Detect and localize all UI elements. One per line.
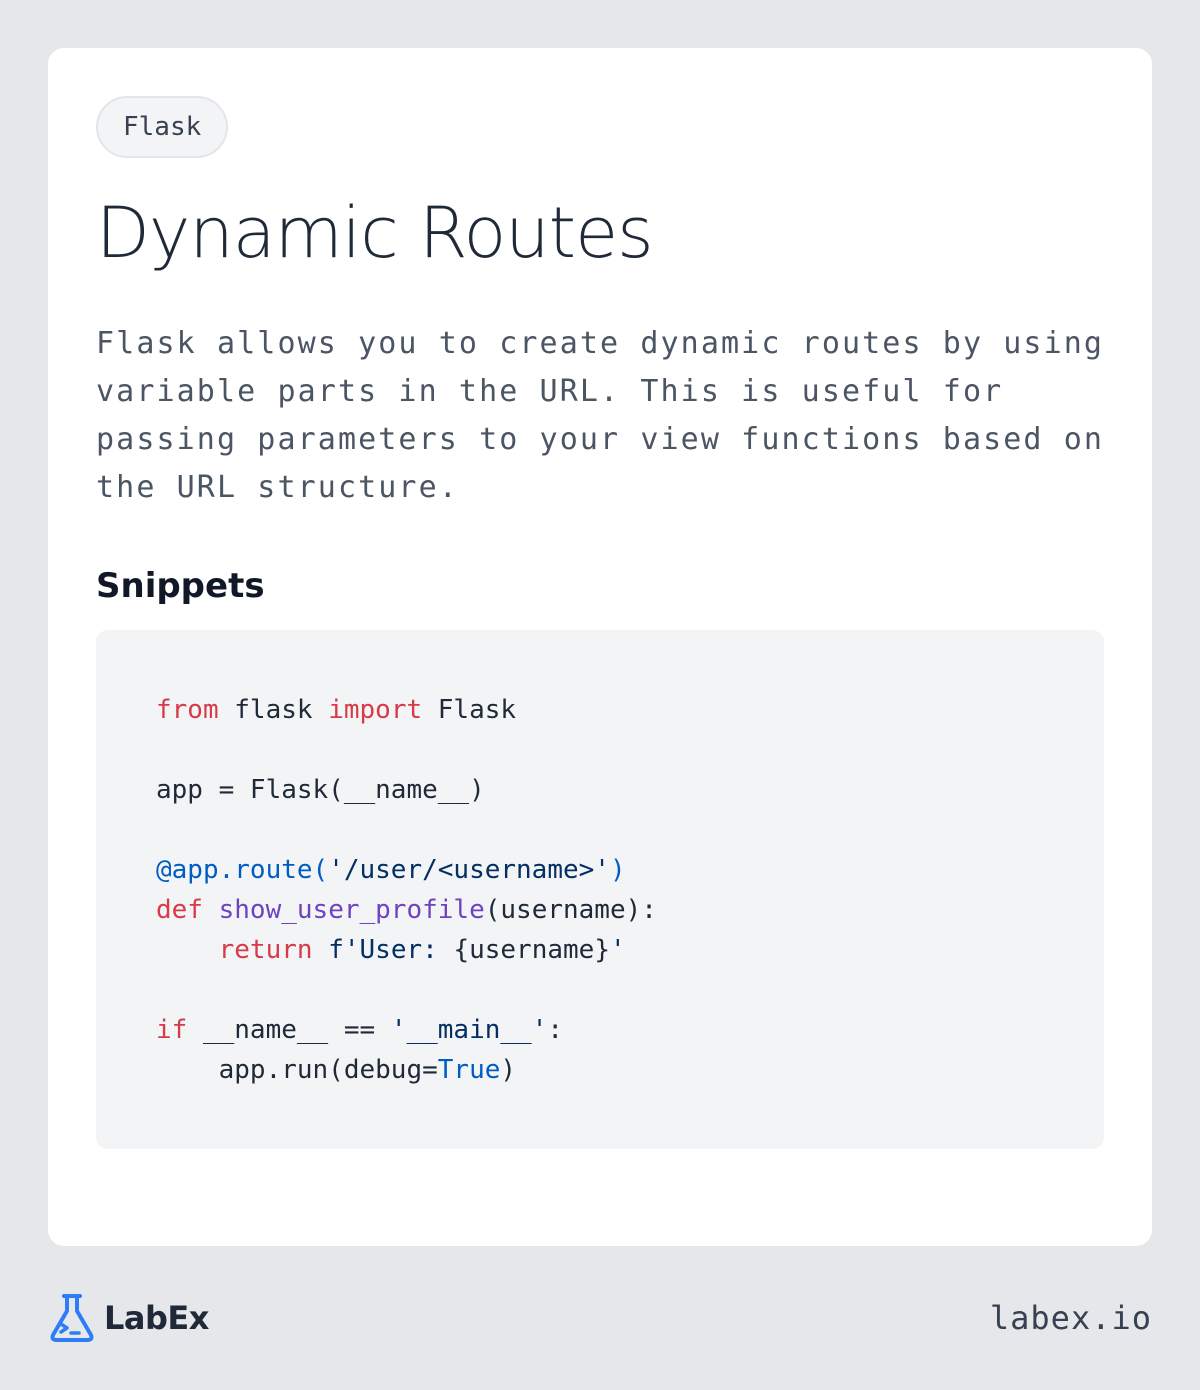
- code-line: return f'User: {username}': [156, 930, 1044, 970]
- labex-logo[interactable]: LabEx: [48, 1293, 209, 1343]
- code-token: '/user/<username>': [328, 855, 610, 885]
- page-title: Dynamic Routes: [96, 192, 654, 274]
- code-line: app = Flask(__name__): [156, 770, 1044, 810]
- code-token: from: [156, 695, 219, 725]
- code-token: ): [609, 855, 626, 885]
- description-text: Flask allows you to create dynamic route…: [96, 326, 1105, 505]
- code-token: '__main__': [390, 1015, 548, 1045]
- code-token: import: [328, 695, 423, 725]
- code-token: @app.route(: [156, 855, 329, 885]
- code-line: [156, 810, 1044, 850]
- code-token: return: [218, 935, 313, 965]
- code-token: flask: [218, 695, 329, 725]
- code-token: {username}: [453, 935, 610, 965]
- code-line: from flask import Flask: [156, 690, 1044, 730]
- category-badge[interactable]: Flask: [96, 96, 229, 158]
- code-token: True: [437, 1055, 501, 1085]
- code-token: [203, 895, 219, 925]
- code-token: app = Flask(__name__): [156, 775, 485, 805]
- code-token: [313, 935, 329, 965]
- code-token: Flask: [422, 695, 517, 725]
- code-token: if: [156, 1015, 188, 1045]
- code-token: [156, 935, 219, 965]
- brand-name: LabEx: [104, 1299, 209, 1337]
- flask-terminal-icon: [50, 1294, 94, 1342]
- code-token: (username):: [484, 895, 657, 925]
- code-token: __name__ ==: [187, 1015, 391, 1045]
- code-line: [156, 970, 1044, 1010]
- snippets-heading: Snippets: [96, 566, 265, 606]
- code-token: show_user_profile: [218, 895, 485, 925]
- code-line: app.run(debug=True): [156, 1050, 1044, 1090]
- code-token: :: [547, 1015, 564, 1045]
- code-token: ): [500, 1055, 517, 1085]
- site-url[interactable]: labex.io: [989, 1299, 1152, 1337]
- code-line: [156, 730, 1044, 770]
- code-snippet[interactable]: from flask import Flask app = Flask(__nam…: [96, 630, 1104, 1149]
- code-token: ': [609, 935, 626, 965]
- code-line: if __name__ == '__main__':: [156, 1010, 1044, 1050]
- code-token: def: [156, 895, 203, 925]
- code-token: f'User:: [328, 935, 454, 965]
- code-token: app.run(debug=: [156, 1055, 438, 1085]
- content-card: Flask Dynamic Routes Flask allows you to…: [48, 48, 1152, 1246]
- code-line: @app.route('/user/<username>'): [156, 850, 1044, 890]
- code-line: def show_user_profile(username):: [156, 890, 1044, 930]
